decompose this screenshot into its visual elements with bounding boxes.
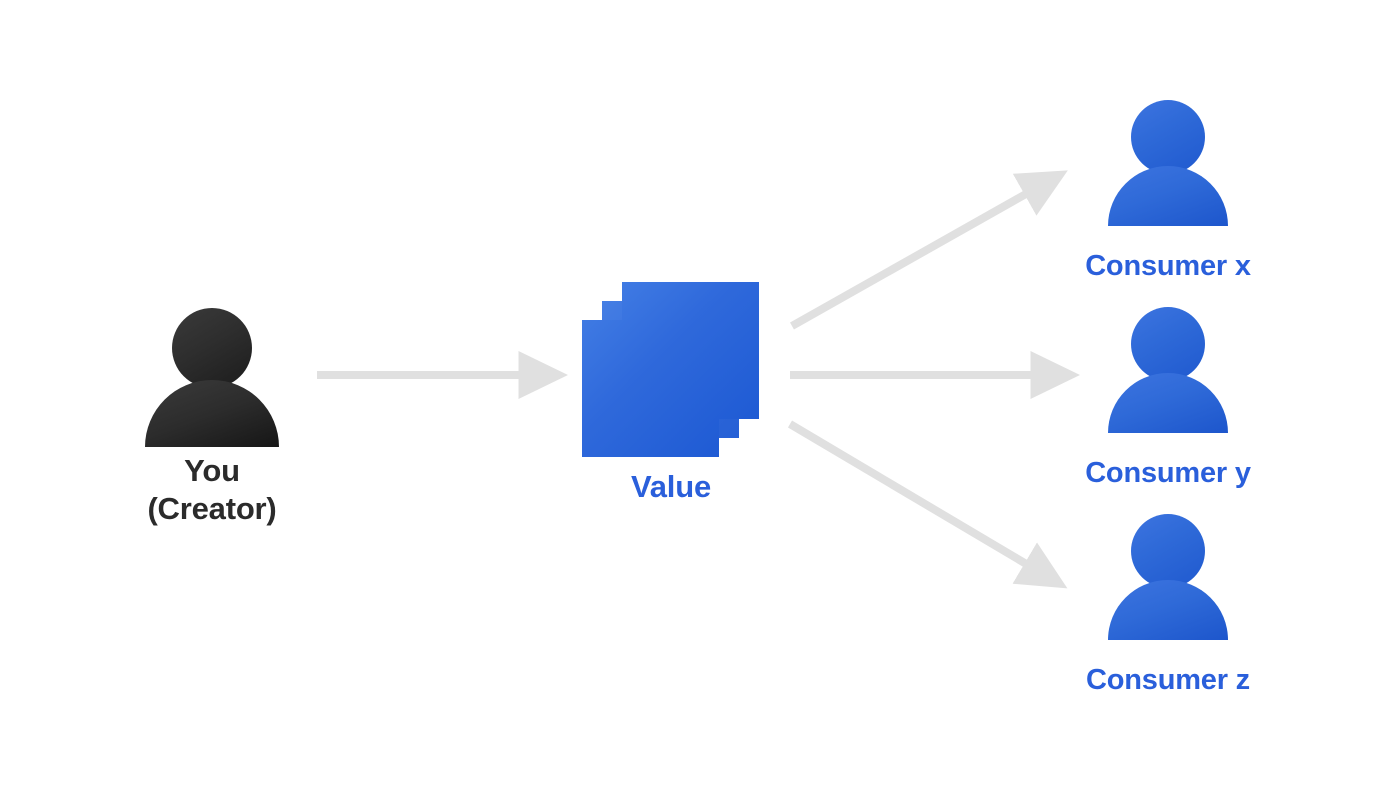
creator-label: You (Creator) [147, 453, 277, 526]
consumer-x-head-icon [1131, 100, 1205, 174]
arrow-value-to-consumer-x [790, 170, 1068, 330]
stacked-layers-icon [582, 282, 762, 458]
consumer-z-label: Consumer z [1086, 664, 1250, 696]
consumer-z-head-icon [1131, 514, 1205, 588]
creator-body-icon [145, 380, 279, 447]
value-label: Value [631, 469, 711, 504]
consumer-x-person-icon [1108, 100, 1228, 226]
consumer-x-label: Consumer x [1085, 250, 1251, 282]
consumer-z-person-icon [1108, 514, 1228, 640]
consumer-x-body-icon [1108, 166, 1228, 226]
consumer-y-head-icon [1131, 307, 1205, 381]
node-value[interactable] [582, 282, 762, 458]
creator-head-icon [172, 308, 252, 388]
consumer-z-body-icon [1108, 580, 1228, 640]
node-consumer-x[interactable] [1108, 100, 1228, 226]
node-consumer-z[interactable] [1108, 514, 1228, 640]
node-consumer-y[interactable] [1108, 307, 1228, 433]
consumer-y-body-icon [1108, 373, 1228, 433]
node-creator[interactable] [145, 308, 279, 447]
value-layer-front-icon [582, 320, 719, 457]
consumer-y-label: Consumer y [1085, 457, 1251, 489]
creator-person-icon [145, 308, 279, 447]
arrow-value-to-consumer-z [787, 420, 1068, 589]
consumer-y-person-icon [1108, 307, 1228, 433]
